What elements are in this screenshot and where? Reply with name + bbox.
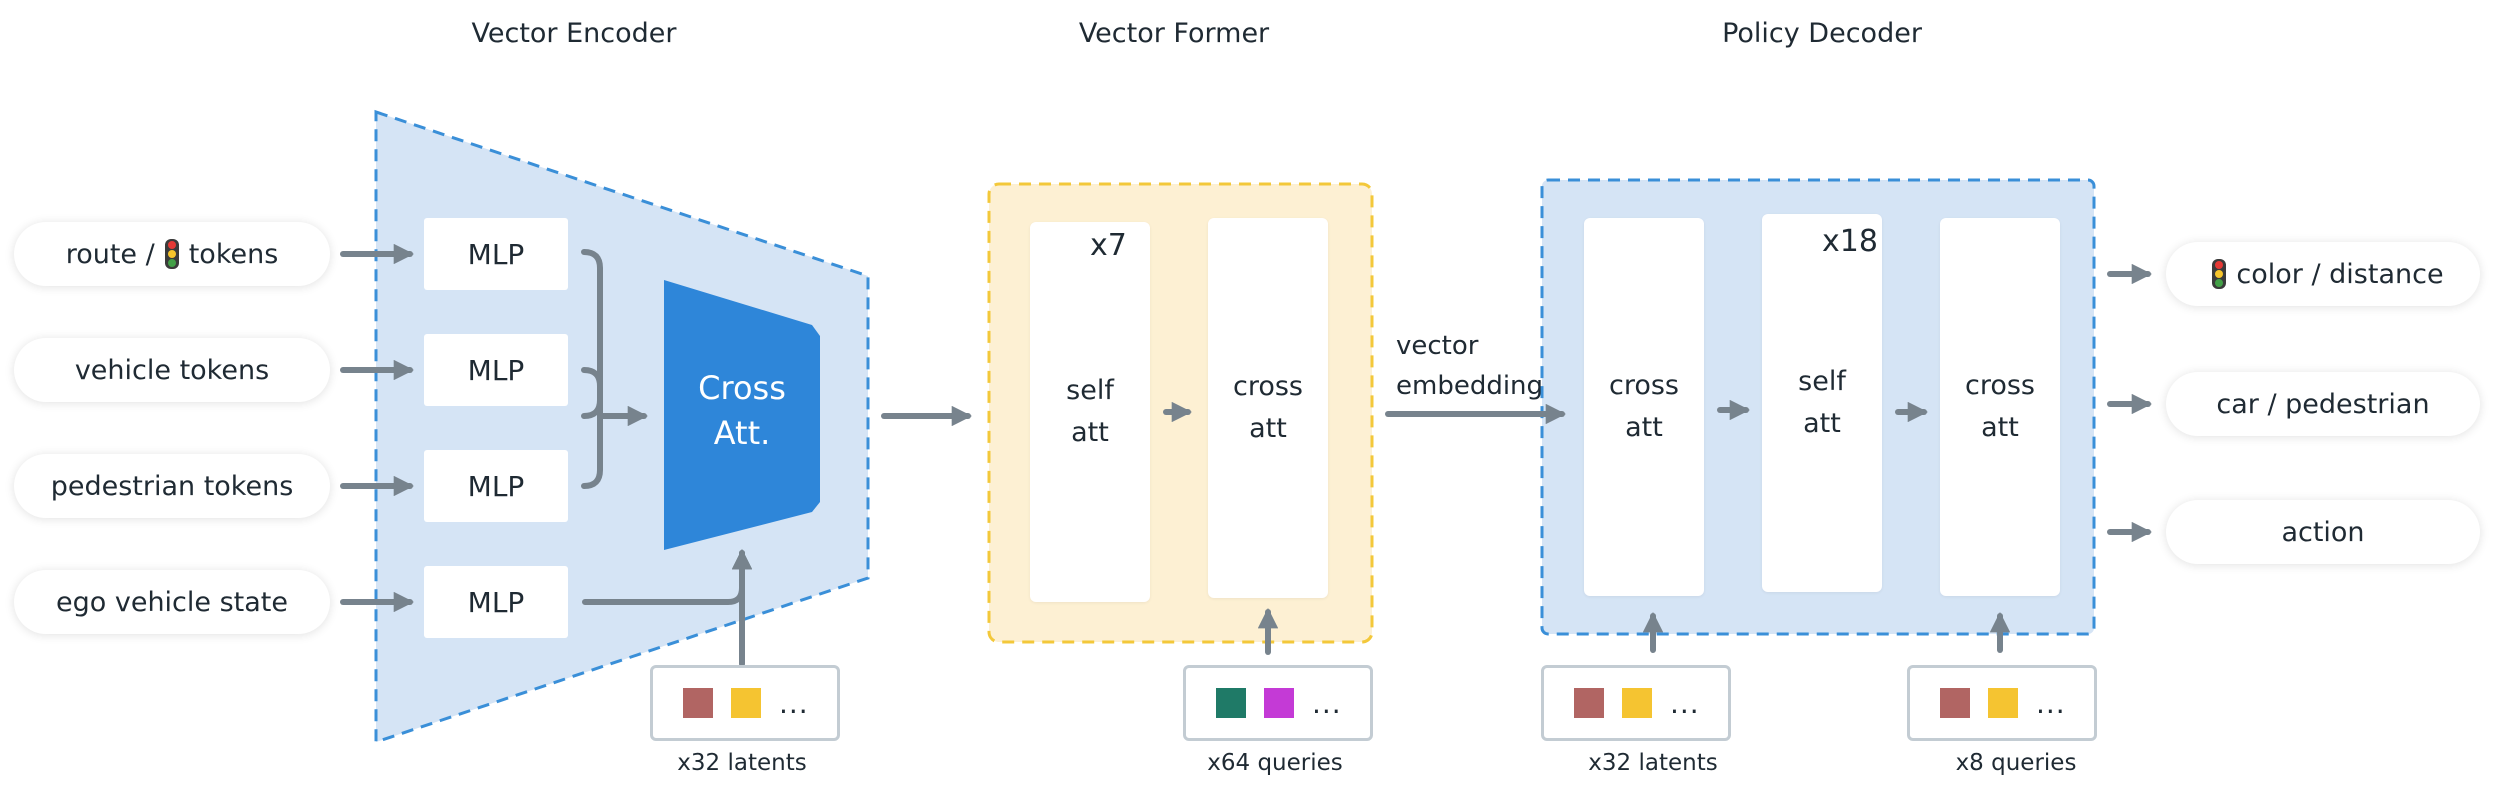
decoder-repeat-label: x18 bbox=[1822, 224, 1878, 259]
mlp-vehicle: MLP bbox=[424, 334, 568, 406]
output-car-pedestrian: car / pedestrian bbox=[2166, 372, 2480, 436]
cross-att-label-line2: Att. bbox=[713, 413, 771, 452]
title-vector-former: Vector Former bbox=[1078, 18, 1270, 49]
decoder-queries-caption: x8 queries bbox=[1955, 750, 2077, 776]
decoder-latent-yellow-square bbox=[1622, 688, 1652, 718]
encoder-latents-box: ... bbox=[650, 665, 840, 741]
vector-embedding-line1: vector bbox=[1396, 331, 1479, 361]
decoder-latents-ellipsis: ... bbox=[1670, 686, 1700, 720]
decoder-cross-att-2-line2: att bbox=[1981, 412, 2019, 443]
decoder-query-yellow-square bbox=[1988, 688, 2018, 718]
latents-ellipsis: ... bbox=[779, 686, 809, 720]
input-ego-vehicle-state: ego vehicle state bbox=[14, 570, 330, 634]
query-magenta-square bbox=[1264, 688, 1294, 718]
output-light-distance: color / distance bbox=[2166, 242, 2480, 306]
former-self-att-line2: att bbox=[1071, 417, 1109, 448]
queries-ellipsis: ... bbox=[1312, 686, 1342, 720]
decoder-cross-att-2-line1: cross bbox=[1964, 370, 2035, 402]
decoder-cross-att-1: cross att bbox=[1584, 218, 1704, 596]
former-self-att: self att bbox=[1030, 222, 1150, 602]
decoder-latents-caption: x32 latents bbox=[1588, 750, 1718, 776]
input-pedestrian-tokens: pedestrian tokens bbox=[14, 454, 330, 518]
cross-att-block bbox=[664, 280, 820, 550]
mlp-pedestrian: MLP bbox=[424, 450, 568, 522]
decoder-queries-ellipsis: ... bbox=[2036, 686, 2066, 720]
decoder-self-att-line2: att bbox=[1803, 408, 1841, 439]
query-teal-square bbox=[1216, 688, 1246, 718]
mlp-merge-connector bbox=[581, 249, 603, 419]
former-self-att-line1: self bbox=[1066, 375, 1114, 407]
former-repeat-label: x7 bbox=[1090, 228, 1127, 263]
former-cross-att: cross att bbox=[1208, 218, 1328, 598]
former-cross-att-line1: cross bbox=[1232, 371, 1303, 403]
cross-att-label-line1: Cross bbox=[698, 369, 786, 407]
encoder-latents-caption: x32 latents bbox=[677, 750, 807, 776]
former-queries-caption: x64 queries bbox=[1207, 750, 1343, 776]
decoder-self-att: self att bbox=[1762, 214, 1882, 592]
former-queries-box: ... bbox=[1183, 665, 1373, 741]
mlp-merge-connector-lower bbox=[581, 367, 603, 489]
decoder-cross-att-2: cross att bbox=[1940, 218, 2060, 596]
title-policy-decoder: Policy Decoder bbox=[1722, 18, 1922, 49]
decoder-self-att-line1: self bbox=[1798, 366, 1846, 398]
latent-red-square bbox=[683, 688, 713, 718]
input-route-tokens: route / tokens bbox=[14, 222, 330, 286]
decoder-query-red-square bbox=[1940, 688, 1970, 718]
output-action: action bbox=[2166, 500, 2480, 564]
mlp-ego: MLP bbox=[424, 566, 568, 638]
latent-yellow-square bbox=[731, 688, 761, 718]
vector-embedding-line2: embedding bbox=[1396, 371, 1544, 402]
decoder-queries-box: ... bbox=[1907, 665, 2097, 741]
traffic-light-icon bbox=[164, 239, 179, 269]
cross-att-label: Cross Att. bbox=[664, 366, 820, 456]
decoder-cross-att-1-line2: att bbox=[1625, 412, 1663, 443]
decoder-latent-red-square bbox=[1574, 688, 1604, 718]
route-suffix-label: tokens bbox=[188, 238, 279, 270]
title-vector-encoder: Vector Encoder bbox=[471, 18, 677, 49]
input-vehicle-tokens: vehicle tokens bbox=[14, 338, 330, 402]
output-traffic-light-icon bbox=[2212, 259, 2227, 289]
mlp-route: MLP bbox=[424, 218, 568, 290]
decoder-latents-box: ... bbox=[1541, 665, 1731, 741]
former-cross-att-line2: att bbox=[1249, 413, 1287, 444]
route-prefix-label: route / bbox=[65, 238, 155, 270]
output-light-label: color / distance bbox=[2236, 258, 2444, 290]
vector-embedding-label: vector embedding bbox=[1396, 326, 1543, 407]
decoder-cross-att-1-line1: cross bbox=[1608, 370, 1679, 402]
